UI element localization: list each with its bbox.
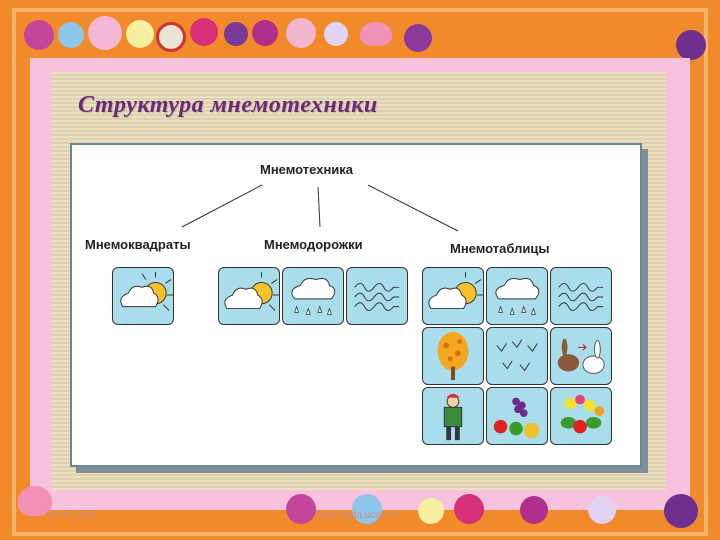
ornament-icon (252, 20, 278, 46)
birds-icon (496, 339, 538, 372)
ornament-icon (224, 22, 248, 46)
connector-line (367, 184, 459, 232)
mnemotable-cell (422, 267, 484, 325)
sun-cloud-icon (120, 271, 173, 311)
ornament-icon (286, 494, 316, 524)
ornament-icon (156, 22, 186, 52)
sun-cloud-icon (428, 271, 483, 310)
ornament-icon (190, 18, 218, 46)
ornament-icon (18, 486, 52, 516)
ornament-icon (588, 496, 616, 524)
ornament-icon (126, 20, 154, 48)
footer-url[interactable]: http://aida.ucoz.ru (318, 510, 398, 521)
fruit-icon (493, 397, 540, 439)
mnemotrack-cell (218, 267, 280, 325)
sun-cloud-icon (224, 271, 279, 311)
diagram-panel: Мнемотехника Мнемоквадраты Мнемодорожки … (70, 143, 642, 467)
ornament-icon (324, 22, 348, 46)
flowers-icon (560, 394, 605, 434)
branch-label-mnemotracks: Мнемодорожки (264, 237, 363, 252)
mnemotable-cell (422, 327, 484, 385)
ornament-icon (352, 494, 382, 524)
mnemosquare-cell (112, 267, 174, 325)
mnemotable-cell (486, 327, 548, 385)
mnemotable-cell (422, 387, 484, 445)
ornament-icon (676, 30, 706, 60)
mnemotable-cell (486, 387, 548, 445)
connector-line (181, 184, 263, 228)
ornament-icon (24, 20, 54, 50)
ornament-icon (58, 22, 84, 48)
ornament-icon (404, 24, 432, 52)
mnemotable-cell (550, 327, 612, 385)
mnemotable-cell (550, 267, 612, 325)
rain-cloud-icon (291, 278, 336, 315)
slide-title: Структура мнемотехники (78, 92, 378, 118)
mnemotrack-cell (346, 267, 408, 325)
mnemotrack-cell (282, 267, 344, 325)
hares-icon (557, 338, 605, 374)
ornament-icon (454, 494, 484, 524)
branch-label-mnemotables: Мнемотаблицы (450, 241, 550, 256)
ornament-icon (286, 18, 316, 48)
tree-connectors (181, 184, 459, 232)
root-node-label: Мнемотехника (260, 162, 354, 177)
autumn-tree-icon (437, 331, 469, 381)
footer-date: 19.05.2022 (46, 510, 97, 521)
person-icon (443, 393, 463, 441)
mnemotable-cell (550, 387, 612, 445)
wind-icon (354, 282, 400, 311)
ornament-icon (520, 496, 548, 524)
branch-label-mnemosquares: Мнемоквадраты (85, 237, 191, 252)
connector-line (317, 186, 321, 228)
mnemotable-cell (486, 267, 548, 325)
ornament-icon (418, 498, 444, 524)
ornament-icon (360, 22, 392, 46)
wind-icon (558, 282, 604, 311)
ornament-icon (88, 16, 122, 50)
frame-stripe (12, 8, 708, 536)
rain-cloud-icon (495, 278, 540, 315)
ornament-icon (664, 494, 698, 528)
